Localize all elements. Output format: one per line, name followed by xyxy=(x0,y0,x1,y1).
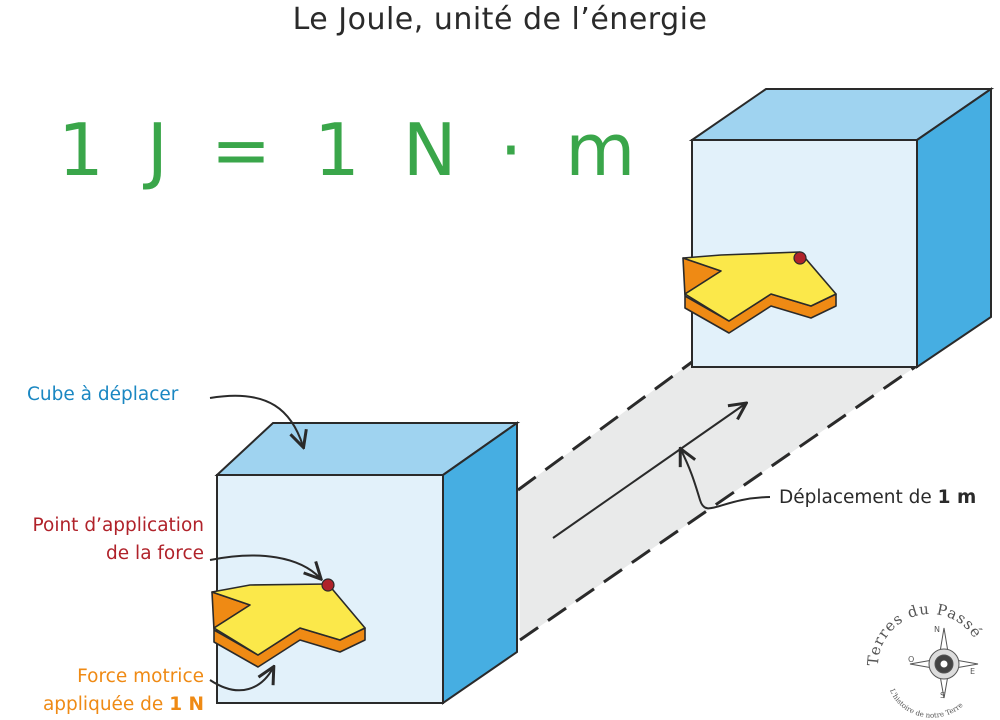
path-edge-lower xyxy=(519,365,916,642)
compass-e: E xyxy=(970,667,975,676)
application-point-end xyxy=(793,251,807,265)
path-edge-upper xyxy=(517,360,693,492)
compass-rose-icon xyxy=(909,627,979,699)
label-point-line2: de la force xyxy=(106,543,204,564)
displacement-path xyxy=(518,362,915,640)
label-force: Force motrice appliquée de 1 N xyxy=(43,663,204,719)
diagram-title: Le Joule, unité de l’énergie xyxy=(292,2,708,37)
label-application-point: Point d’application de la force xyxy=(33,512,205,568)
logo-tagline: L'histoire de notre Terre xyxy=(888,688,964,718)
compass-o: O xyxy=(908,655,914,664)
label-force-line2: appliquée de 1 N xyxy=(43,691,204,719)
label-displacement-prefix: Déplacement de xyxy=(779,487,938,508)
leader-displacement xyxy=(681,450,771,510)
label-cube: Cube à déplacer xyxy=(27,384,179,405)
cube-start xyxy=(214,421,521,705)
label-force-line1: Force motrice xyxy=(77,666,204,687)
leader-point xyxy=(209,554,320,578)
terres-du-passe-logo: Terres du Passé N E S O L'histoire de no… xyxy=(864,600,986,718)
svg-text:L'histoire de notre Terre: L'histoire de notre Terre xyxy=(888,688,964,718)
force-arrow-end xyxy=(682,251,837,334)
label-displacement: Déplacement de 1 m xyxy=(779,484,976,512)
compass-s: S xyxy=(940,691,945,700)
compass-n: N xyxy=(934,625,940,634)
label-displacement-value: 1 m xyxy=(937,487,977,508)
label-force-prefix: appliquée de xyxy=(42,694,170,715)
application-point-start xyxy=(321,578,335,592)
leader-force xyxy=(209,668,273,692)
force-arrow-start-face xyxy=(211,583,366,656)
label-force-value: 1 N xyxy=(169,694,204,715)
leader-cube xyxy=(209,394,303,446)
logo-name: Terres du Passé xyxy=(864,600,985,667)
joule-formula: 1 J = 1 N · m xyxy=(58,108,646,192)
svg-text:Terres du Passé: Terres du Passé xyxy=(864,600,986,667)
force-arrow-start xyxy=(211,578,366,668)
force-arrow-end-face xyxy=(682,251,837,322)
displacement-vector xyxy=(552,404,745,539)
label-point-line1: Point d’application xyxy=(32,515,205,536)
